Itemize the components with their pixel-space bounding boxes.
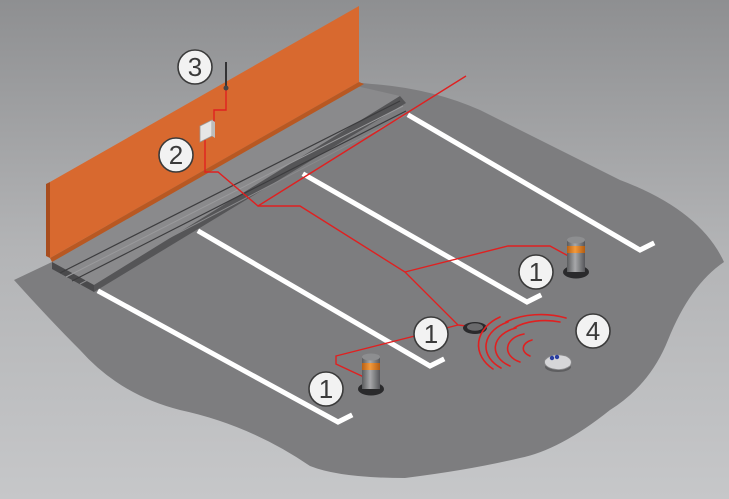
callout-bollard-right: 1 [518,254,554,290]
callout-remote-label: 4 [586,316,600,346]
callout-remote: 4 [575,313,611,349]
callout-antenna: 3 [177,49,213,85]
stripe-2 [196,228,446,369]
callout-bollard-right-label: 1 [529,257,543,287]
callout-bollard-middle-label: 1 [424,319,438,349]
callout-control-box: 2 [158,137,194,173]
callout-antenna-label: 3 [188,52,202,82]
curb [52,80,407,292]
bollard-lowered-icon [463,322,487,334]
stripe-3 [301,171,543,305]
wire-left [335,324,459,379]
bollard-right-icon [563,236,589,279]
callout-bollard-left-label: 1 [319,374,333,404]
stripe-1 [96,288,354,425]
callout-bollard-middle: 1 [413,316,449,352]
callout-bollard-left: 1 [308,371,344,407]
wire-main [204,75,467,207]
bollard-left-icon [358,353,384,396]
antenna-icon [223,62,229,91]
stripe-4 [406,112,656,253]
wire-right [404,245,573,273]
wire-antenna [213,86,227,126]
parking-stripes [96,112,656,425]
callout-control-box-label: 2 [169,140,183,170]
radio-waves-icon [477,313,567,370]
wiring [204,75,573,379]
control-box-icon [199,119,215,143]
remote-control-icon [544,354,572,372]
